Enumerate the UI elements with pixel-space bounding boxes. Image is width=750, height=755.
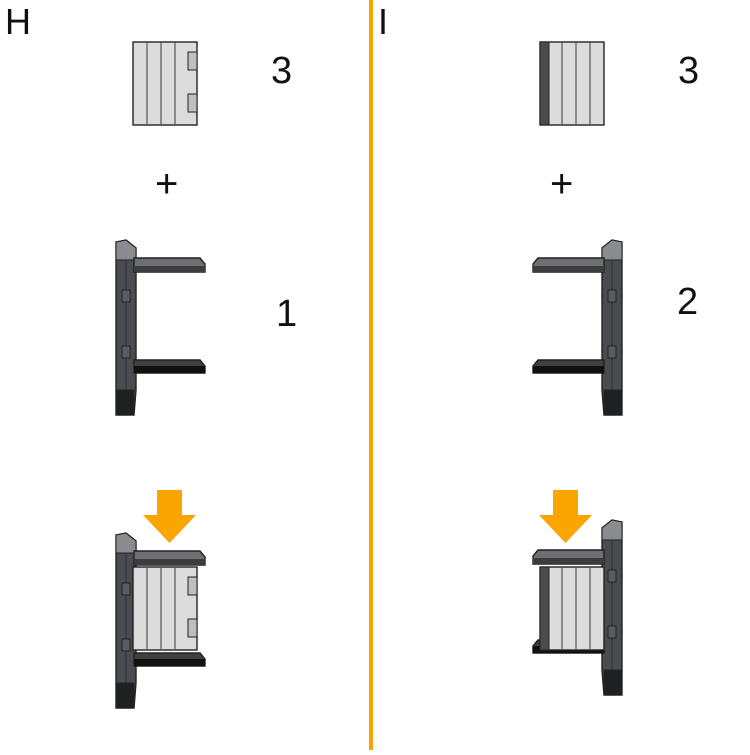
panel-i	[532, 41, 623, 696]
frame-post-cap	[601, 519, 623, 541]
frame-post-base	[603, 389, 623, 416]
frame-bottom-arm-shadow	[134, 366, 205, 373]
frame-top-arm-shadow	[533, 266, 604, 272]
frame-clip	[121, 638, 131, 652]
part-number-frame-h: 1	[276, 293, 298, 335]
light-block-notch	[187, 51, 198, 71]
frame-post-base	[115, 389, 135, 416]
plus-sign-h: +	[155, 162, 179, 206]
light-block-body	[539, 41, 605, 126]
frame-top-arm-shadow	[533, 558, 604, 564]
part-number-top-h: 3	[271, 50, 293, 92]
assembled-result	[115, 532, 206, 709]
panel-h	[115, 41, 206, 709]
frame-clip	[607, 625, 617, 639]
dark-frame-part-2	[532, 239, 623, 416]
light-block-body	[539, 566, 605, 651]
light-block-dark-edge	[539, 566, 550, 651]
frame-clip	[607, 569, 617, 583]
light-block-dark-edge	[539, 41, 550, 126]
frame-top-arm-shadow	[134, 266, 205, 272]
frame-top-arm-shadow	[134, 559, 205, 565]
frame-post-base	[115, 682, 135, 709]
mirrored-frame	[532, 239, 623, 416]
down-arrow-icon	[539, 490, 592, 543]
part-number-frame-i: 2	[677, 281, 699, 323]
dark-frame-part-1	[115, 239, 206, 416]
frame-post-cap	[115, 532, 137, 554]
light-block-notch	[187, 93, 198, 113]
frame-clip	[607, 289, 617, 303]
light-block-body	[132, 41, 198, 126]
frame-post-cap	[115, 239, 137, 261]
frame-clip	[121, 582, 131, 596]
frame-clip	[121, 345, 131, 359]
light-block-notch	[187, 576, 198, 596]
frame-post-cap	[601, 239, 623, 261]
light-block-part-3	[132, 41, 198, 126]
assembled-frame	[115, 532, 206, 709]
frame-bottom-arm-shadow	[134, 659, 205, 666]
frame-post-base	[603, 669, 623, 696]
frame-clip	[121, 289, 131, 303]
down-arrow-icon	[143, 490, 196, 543]
light-block-part-3	[539, 41, 605, 126]
light-block-body	[132, 566, 198, 651]
panel-letter-i: I	[378, 1, 389, 42]
part-number-top-i: 3	[678, 50, 700, 92]
frame-bottom-arm-shadow	[533, 366, 604, 373]
inserted-light-block	[539, 566, 605, 651]
assembled-result	[532, 519, 623, 696]
frame-clip	[607, 345, 617, 359]
plus-sign-i: +	[550, 162, 574, 206]
light-block-notch	[187, 618, 198, 638]
inserted-light-block	[132, 566, 198, 651]
panel-letter-h: H	[5, 1, 31, 42]
